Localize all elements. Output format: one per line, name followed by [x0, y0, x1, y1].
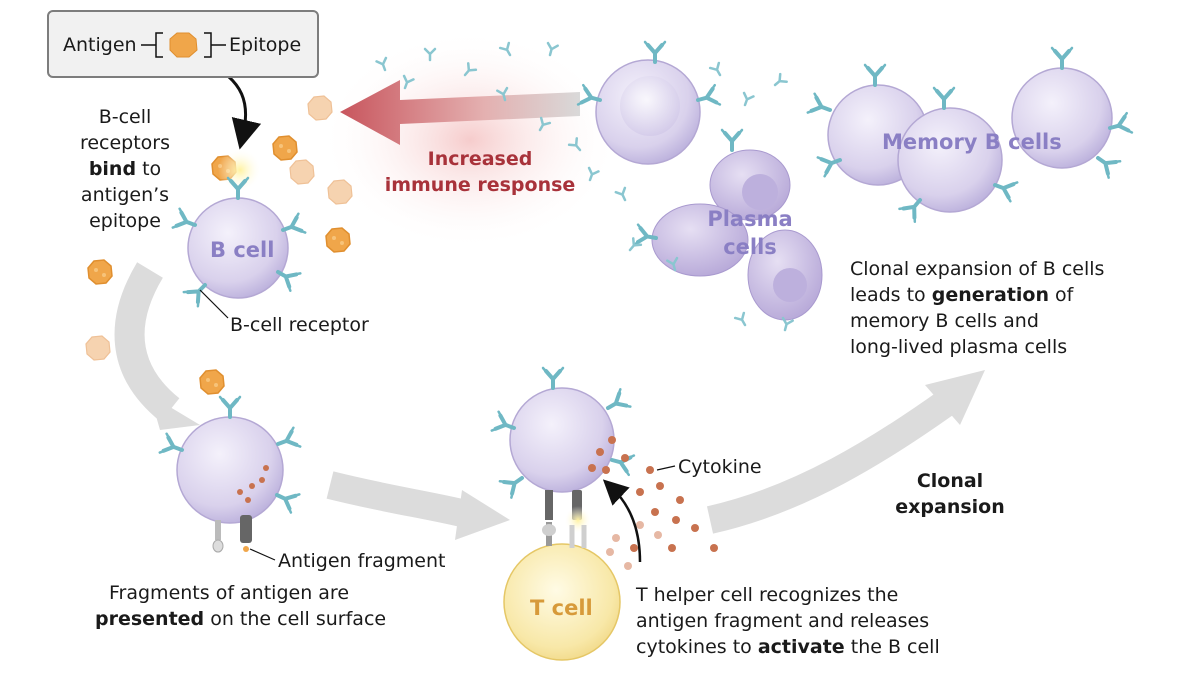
- fragments-emphasis: presented: [95, 608, 205, 630]
- antigen-fragment-label: Antigen fragment: [278, 550, 446, 572]
- clonal-text-leads: leads to: [850, 284, 932, 306]
- bcr-leader-line: [199, 289, 229, 319]
- fragments-line-1: Fragments of antigen are: [109, 582, 350, 604]
- legend-epitope-label: Epitope: [229, 34, 302, 56]
- flow-arrow-2: [326, 471, 474, 529]
- t-helper-line-2: antigen fragment and releases: [636, 610, 930, 632]
- increased-response-line-2: immune response: [384, 174, 576, 196]
- flow-arrow-2-head: [455, 490, 510, 540]
- memory-b-cells-label: Memory B cells: [882, 130, 1062, 154]
- clonal-text-emphasis: generation: [931, 284, 1049, 306]
- clonal-text-of: of: [1049, 284, 1074, 306]
- bcr-bind-text: B-cell receptors bind to antigen’s epito…: [60, 104, 190, 234]
- clonal-text-line-2: leads to generation of: [850, 282, 1180, 308]
- legend-box: Antigen Epitope: [47, 10, 319, 78]
- clonal-text-line-4: long-lived plasma cells: [850, 336, 1068, 358]
- increased-response-arrow: [340, 80, 580, 145]
- t-cell: [503, 522, 621, 661]
- clonal-expansion-line-1: Clonal: [916, 470, 984, 492]
- flow-arrow-3: [706, 388, 959, 534]
- cytokine-label: Cytokine: [678, 456, 762, 478]
- t-cell-label: T cell: [530, 596, 593, 620]
- bcr-bind-emphasis: bind: [88, 158, 137, 180]
- b-cell-presenting: [157, 369, 303, 561]
- plasma-cells-line-2: cells: [723, 235, 777, 259]
- fragments-line-2: presented on the cell surface: [95, 606, 425, 632]
- flow-arrow-1: [114, 262, 180, 422]
- legend-antigen-bracket: [141, 32, 226, 58]
- response-glow: [320, 30, 620, 250]
- t-helper-emphasis: activate: [757, 636, 845, 658]
- fragments-rest: on the cell surface: [204, 608, 387, 630]
- flow-arrow-3-head: [925, 370, 985, 425]
- bcr-bind-line-2: receptors: [79, 132, 171, 154]
- cytokines: [588, 436, 718, 570]
- b-cell-activated: [489, 366, 636, 534]
- bcr-bind-to: to: [136, 158, 162, 180]
- t-helper-rest: the B cell: [844, 636, 940, 658]
- clonal-expansion-description: Clonal expansion of B cells leads to gen…: [850, 256, 1180, 360]
- clonal-expansion-label: Clonal expansion: [890, 468, 1010, 520]
- t-helper-line-3: cytokines to activate the B cell: [636, 634, 966, 660]
- increased-response-label: Increased immune response: [360, 146, 600, 198]
- clonal-text-line-1: Clonal expansion of B cells: [850, 258, 1105, 280]
- bcr-bind-line-5: epitope: [89, 210, 161, 232]
- clonal-expansion-line-2: expansion: [895, 496, 1005, 518]
- clonal-text-line-3: memory B cells and: [850, 310, 1039, 332]
- t-helper-line-1: T helper cell recognizes the: [636, 584, 899, 606]
- t-helper-description: T helper cell recognizes the antigen fra…: [636, 582, 966, 660]
- fragments-description: Fragments of antigen are presented on th…: [95, 580, 425, 632]
- plasma-cells-label: Plasma cells: [705, 205, 795, 261]
- flow-arrow-1-head: [150, 395, 200, 430]
- activation-arrow: [602, 479, 642, 563]
- b-cell-label: B cell: [210, 238, 275, 262]
- b-cell-top: [170, 148, 308, 306]
- t-helper-cytokines: cytokines to: [636, 636, 758, 658]
- bcell-receptor-label: B-cell receptor: [230, 314, 369, 336]
- bcr-bind-line-3: bind to: [60, 156, 190, 182]
- cells-cluster-top-right: [576, 40, 1134, 321]
- legend-antigen-label: Antigen: [63, 34, 137, 56]
- plasma-cells-line-1: Plasma: [707, 207, 793, 231]
- increased-response-line-1: Increased: [427, 148, 533, 170]
- bcr-bind-line-4: antigen’s: [80, 184, 170, 206]
- bcr-bind-line-1: B-cell: [98, 106, 152, 128]
